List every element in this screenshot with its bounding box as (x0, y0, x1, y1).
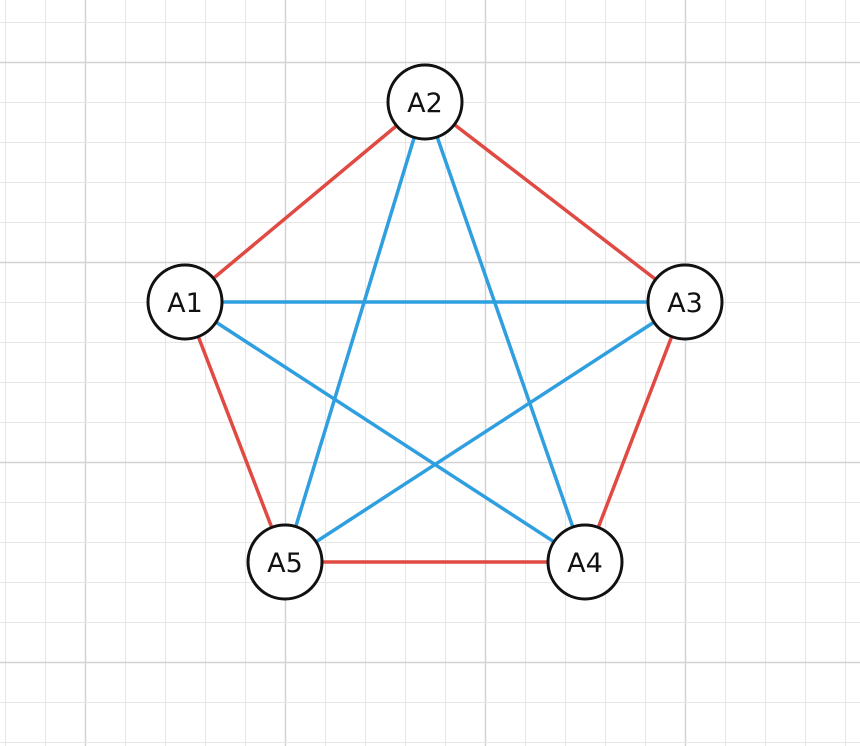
node-a5: A5 (246, 523, 324, 601)
edge-a1-a2 (183, 100, 427, 304)
node-a4: A4 (546, 523, 624, 601)
node-circle (546, 523, 624, 601)
node-circle (646, 263, 724, 341)
edge-a2-a3 (423, 100, 687, 304)
node-a2: A2 (386, 63, 464, 141)
edge-a5-a1 (183, 300, 287, 564)
node-circle (386, 63, 464, 141)
node-label: A2 (407, 88, 443, 119)
node-label: A5 (267, 548, 303, 579)
edge-a3-a4 (583, 300, 687, 564)
node-label: A3 (667, 288, 703, 319)
node-label: A1 (167, 288, 203, 319)
node-circle (246, 523, 324, 601)
node-a1: A1 (146, 263, 224, 341)
edge-a3-a5 (283, 300, 687, 564)
edge-group (183, 100, 687, 564)
edge-a2-a5 (283, 100, 427, 564)
edge-a2-a4 (423, 100, 587, 564)
node-circle (146, 263, 224, 341)
edge-a1-a4 (183, 300, 587, 564)
node-a3: A3 (646, 263, 724, 341)
node-label: A4 (567, 548, 603, 579)
